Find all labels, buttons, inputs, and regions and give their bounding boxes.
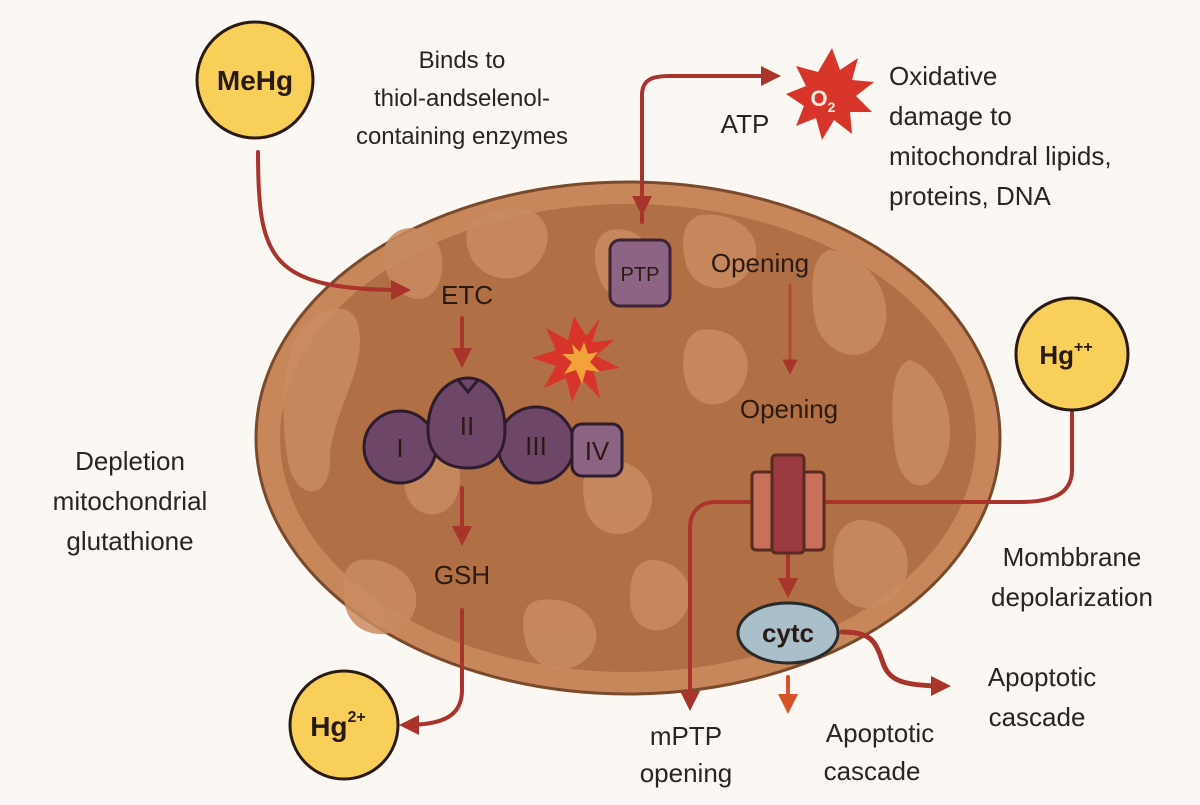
cytc-blob: cytc — [736, 601, 840, 665]
ptp-label: PTP — [621, 264, 660, 286]
membrane-line-2: depolarization — [991, 582, 1153, 612]
membrane-channel — [750, 453, 826, 555]
o2-burst-icon — [786, 48, 874, 140]
membrane-depolarization-label: Mombbrane depolarization — [991, 542, 1153, 612]
etc-complexes: I II III IV — [362, 376, 624, 485]
arrow-mehg-to-etc — [256, 150, 411, 300]
mehg-ion: MeHg — [195, 20, 315, 140]
arrow-hg-pp-to-channel — [818, 410, 1074, 504]
hg2-label: Hg2+ — [310, 709, 366, 742]
complex-2-shape — [426, 376, 507, 470]
binds-line-3: containing enzymes — [356, 123, 568, 150]
oxidative-line-3: mitochondral lipids, — [889, 141, 1112, 171]
apoptotic-cascade-right-label: Apoptotic cascade — [988, 662, 1096, 732]
complex-4-shape — [570, 422, 624, 478]
hg-pp-ion: Hg++ — [1014, 296, 1130, 412]
apoptotic-mid-line-2: cascade — [824, 756, 921, 786]
apoptotic-mid-line-1: Apoptotic — [826, 718, 934, 748]
binds-line-2: thiol-andselenol- — [374, 85, 550, 112]
mehg-label: MeHg — [217, 65, 293, 96]
apoptotic-right-line-1: Apoptotic — [988, 662, 1096, 692]
complex-3-label: III — [525, 431, 547, 461]
depletion-line-3: glutathione — [66, 526, 193, 556]
oxidative-line-1: Oxidative — [889, 61, 997, 91]
mitochondrion — [254, 180, 1002, 696]
apoptotic-right-line-2: cascade — [989, 702, 1086, 732]
membrane-line-1: Mombbrane — [1003, 542, 1142, 572]
cytc-label: cytc — [762, 618, 814, 648]
depletion-label: Depletion mitochondrial glutathione — [53, 446, 208, 556]
cristae — [283, 208, 951, 670]
oxidative-line-4: proteins, DNA — [889, 181, 1051, 211]
hg2-ion: Hg2+ — [288, 669, 400, 781]
apoptotic-cascade-mid-label: Apoptotic cascade — [824, 718, 935, 786]
binds-line-1: Binds to — [419, 47, 506, 74]
mptp-line-2: opening — [640, 758, 733, 788]
hg-pp-label: Hg++ — [1039, 339, 1092, 370]
depletion-line-1: Depletion — [75, 446, 185, 476]
depletion-line-2: mitochondrial — [53, 486, 208, 516]
mptp-opening-label: mPTP opening — [640, 721, 733, 788]
oxidative-line-2: damage to — [889, 101, 1012, 131]
matrix — [280, 204, 976, 672]
etc-label: ETC — [441, 280, 493, 310]
opening-mid-label: Opening — [740, 394, 838, 424]
arrow-gsh-to-hg2 — [399, 608, 464, 735]
complex-2-label: II — [460, 411, 474, 441]
gsh-label: GSH — [434, 560, 490, 590]
atp-label: ATP — [721, 109, 770, 139]
ptp-box: PTP — [608, 238, 672, 308]
o2-label: O2 — [811, 86, 836, 115]
mptp-line-1: mPTP — [650, 721, 722, 751]
arrows — [256, 66, 1074, 735]
complex-1-label: I — [396, 433, 403, 463]
arrow-cytc-to-apoptotic — [839, 629, 951, 696]
o2-burst: O2 — [786, 48, 874, 140]
binds-label: Binds to thiol-andselenol- containing en… — [356, 47, 568, 150]
complex-4-label: IV — [585, 436, 610, 466]
arrow-channel-to-mptp — [680, 500, 754, 711]
reactive-burst-core — [562, 342, 600, 384]
opening-top-label: Opening — [711, 248, 809, 278]
oxidative-damage-label: Oxidative damage to mitochondral lipids,… — [889, 61, 1112, 211]
